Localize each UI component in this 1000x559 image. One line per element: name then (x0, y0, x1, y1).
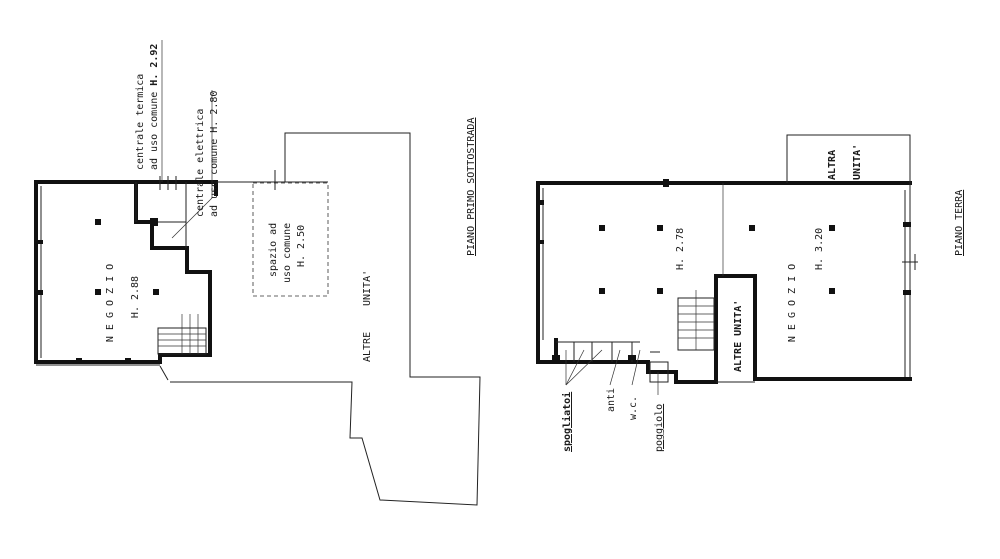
other-units-1: ALTRE (362, 332, 373, 362)
ground-shop-letters: N E G O Z I O (787, 264, 798, 342)
ground-other-top-1: ALTRA (827, 150, 838, 180)
ground-floor-plan (536, 134, 918, 395)
thermal-line2: ad uso comune H. 2.92 (149, 44, 160, 170)
lower-stairs (157, 314, 207, 355)
ground-other-mid: ALTRE UNITA' (733, 300, 744, 372)
lower-columns (76, 219, 159, 364)
ground-service-rooms (552, 338, 669, 383)
ground-other-top-2: UNITA' (852, 144, 863, 180)
thermal-line1: centrale termica (135, 74, 146, 170)
ground-stairs (677, 290, 715, 351)
label-wc: w.c. (628, 396, 639, 420)
other-units-outline (170, 132, 481, 506)
label-spogliatoi: spogliatoi (561, 392, 573, 452)
lower-plan-title: PIANO PRIMO SOTTOSTRADA (466, 118, 477, 256)
electric-line1: centrale elettrica (195, 109, 206, 217)
label-poggiolo: poggiolo (654, 404, 665, 452)
other-units-2: UNITA' (362, 270, 373, 306)
ground-plan-title: PIANO TERRA (954, 190, 965, 256)
lower-floor-plan (34, 40, 481, 506)
electric-line2: ad uso comune H. 2.80 (209, 91, 220, 217)
common-space-area (252, 182, 329, 297)
lower-shop-letters: N E G O Z I O (105, 264, 116, 342)
common-line1: spazio ad (268, 223, 279, 277)
ground-shop-height: H. 3.20 (814, 228, 825, 270)
lower-shop-walls (34, 180, 212, 364)
ground-back-height: H. 2.78 (675, 228, 686, 270)
common-line2: uso comune (282, 223, 293, 283)
ground-other-unit-top (786, 134, 911, 183)
ground-other-units-block (674, 274, 757, 384)
ground-columns (599, 179, 835, 294)
common-line3: H. 2.50 (296, 225, 307, 267)
label-anti: anti (606, 388, 617, 412)
lower-shop-height: H. 2.88 (130, 276, 141, 318)
